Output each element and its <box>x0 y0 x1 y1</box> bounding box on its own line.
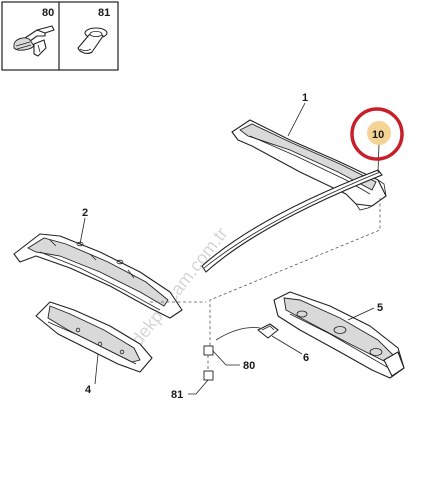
leader-4 <box>94 353 99 385</box>
part-4-lower-member <box>35 301 153 373</box>
grommet-81-icon <box>77 27 108 54</box>
fastener-80-box <box>203 345 214 356</box>
legend-box: 80 81 <box>1 1 119 71</box>
part-5-front-rail <box>273 291 405 379</box>
callout-1: 1 <box>302 92 308 104</box>
part-1-roof-header <box>231 119 387 211</box>
callout-4: 4 <box>85 384 92 396</box>
clip-80-icon <box>13 25 55 57</box>
callout-81: 81 <box>171 389 183 401</box>
leader-81 <box>188 379 209 395</box>
leader-80 <box>212 350 240 366</box>
leader-1 <box>287 102 306 137</box>
leader-5 <box>347 307 375 321</box>
callout-2: 2 <box>82 207 88 219</box>
callout-10: 10 <box>372 129 384 141</box>
callout-10-ring <box>350 107 404 161</box>
callout-5: 5 <box>377 302 383 314</box>
callout-80: 80 <box>243 360 255 372</box>
bracket-curve <box>215 327 261 341</box>
callout-6: 6 <box>303 352 309 364</box>
guide-line-main <box>209 198 381 346</box>
part-10-seal-strip <box>201 169 383 273</box>
legend-num-80: 80 <box>42 7 54 19</box>
leader-6 <box>271 335 303 355</box>
callout-10-highlight <box>367 121 391 145</box>
legend-num-81: 81 <box>98 7 110 19</box>
part-6-bracket <box>257 323 279 339</box>
fastener-81-box <box>203 370 214 381</box>
leader-2 <box>79 217 86 245</box>
part-2-rear-crossmember <box>13 233 183 319</box>
